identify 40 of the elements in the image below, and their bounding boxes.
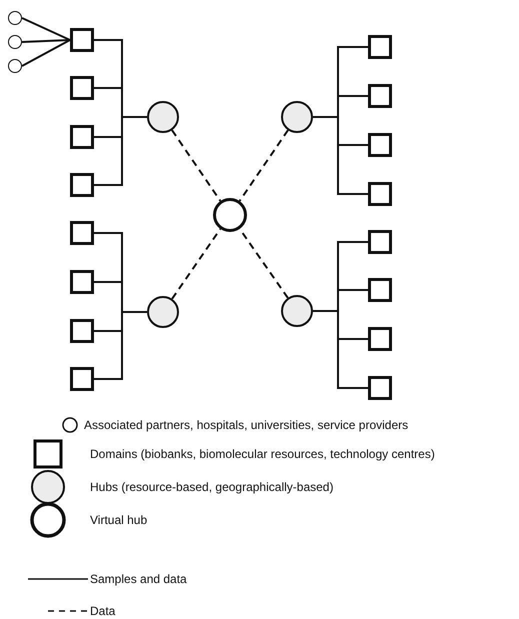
domain-square bbox=[70, 125, 94, 149]
domain-square bbox=[70, 221, 94, 245]
connector-line bbox=[313, 116, 368, 195]
hub-circle bbox=[147, 296, 179, 328]
domain-square bbox=[368, 133, 392, 157]
connector-line bbox=[22, 39, 70, 67]
domain-square bbox=[70, 76, 94, 100]
connector-line bbox=[94, 116, 147, 186]
connector-line bbox=[238, 130, 289, 202]
domain-square bbox=[368, 278, 392, 302]
connector-line bbox=[22, 39, 70, 43]
connector-line bbox=[171, 228, 222, 300]
domain-square bbox=[368, 230, 392, 254]
virtual-hub-circle bbox=[213, 198, 247, 232]
legend-text: Associated partners, hospitals, universities, service providers bbox=[84, 418, 408, 432]
legend-text: Virtual hub bbox=[90, 513, 148, 527]
connector-line bbox=[22, 17, 70, 41]
domain-square bbox=[70, 319, 94, 343]
domain-square bbox=[368, 327, 392, 351]
domain-square bbox=[368, 84, 392, 108]
legend-text: Data bbox=[90, 604, 116, 618]
domain-square bbox=[70, 270, 94, 294]
connector-line bbox=[94, 311, 147, 380]
partner-circle bbox=[8, 35, 22, 49]
hub-circle bbox=[281, 101, 313, 133]
legend-text: Samples and data bbox=[90, 572, 187, 586]
legend-text: Hubs (resource-based, geographically-based) bbox=[90, 480, 334, 494]
legend-text: Domains (biobanks, biomolecular resources, technology centres) bbox=[90, 447, 435, 461]
domain-square bbox=[368, 376, 392, 400]
domain-square bbox=[368, 35, 392, 59]
partner-circle bbox=[8, 11, 22, 25]
domain-square bbox=[70, 28, 94, 52]
hub-circle bbox=[147, 101, 179, 133]
partner-circle bbox=[8, 59, 22, 73]
connector-line bbox=[171, 130, 222, 202]
hub-circle bbox=[281, 295, 313, 327]
connector-line bbox=[313, 310, 368, 389]
domain-square bbox=[70, 173, 94, 197]
domain-square bbox=[70, 367, 94, 391]
domain-square bbox=[368, 182, 392, 206]
